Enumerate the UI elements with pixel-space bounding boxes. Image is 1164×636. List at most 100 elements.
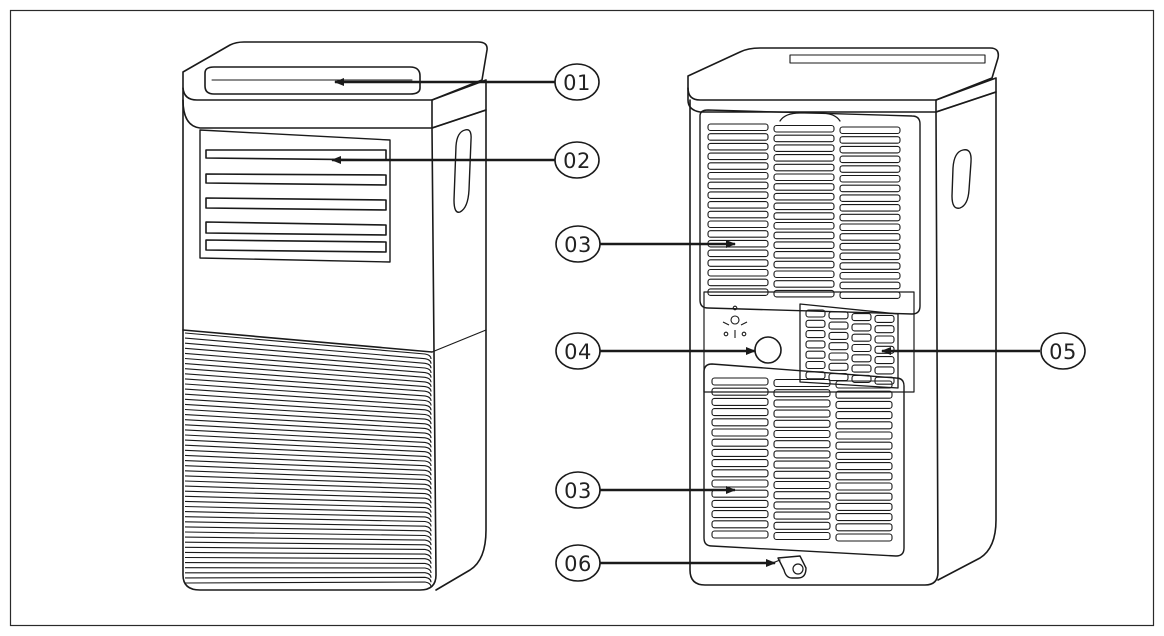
grille-slot (805, 360, 826, 370)
grille-line (184, 511, 432, 522)
grille-slot (839, 271, 901, 280)
grille-slot (711, 387, 769, 396)
grille-line (184, 383, 432, 406)
grille-slot (707, 123, 769, 132)
grille-line (184, 536, 432, 546)
grille-slot (839, 126, 901, 135)
grille-slot (707, 171, 769, 180)
grille-slot (835, 441, 893, 450)
grille-line (184, 526, 432, 536)
grille-slot (711, 408, 769, 417)
grille-line (184, 368, 432, 392)
grille-line (184, 480, 432, 494)
grille-slot (773, 399, 831, 408)
grille-slot (851, 354, 872, 363)
grille-slot (711, 479, 769, 488)
callout-bubble (554, 141, 600, 179)
grille-line (184, 551, 432, 560)
grille-slot (773, 173, 835, 182)
grille-slot (851, 364, 872, 373)
grille-slot (835, 400, 893, 409)
grille-slot (828, 373, 849, 382)
grille-slot (773, 501, 831, 510)
grille-slot (773, 470, 831, 479)
grille-slot (835, 533, 893, 542)
grille-slot (839, 213, 901, 222)
grille-slot (828, 311, 849, 320)
grille-slot (707, 249, 769, 258)
grille-slot (835, 431, 893, 440)
grille-line (184, 434, 432, 453)
grille-slot (773, 450, 831, 459)
grille-line (184, 454, 432, 471)
grille-slot (707, 191, 769, 199)
grille-line (184, 500, 432, 513)
grille-line (184, 581, 432, 588)
grille-slot (805, 371, 826, 380)
grille-slot (773, 212, 835, 220)
grille-slot (839, 145, 901, 154)
callout-bubble (554, 63, 600, 101)
grille-slot (851, 323, 872, 332)
grille-slot (773, 124, 835, 133)
grille-line (184, 414, 432, 434)
grille-line (184, 449, 432, 467)
grille-line (184, 363, 432, 387)
grille-slot (828, 342, 849, 351)
grille-slot (835, 492, 893, 501)
grille-line (184, 388, 432, 411)
grille-slot (851, 313, 872, 322)
grille-slot (707, 230, 769, 238)
grille-slot (828, 321, 849, 330)
grille-line (184, 424, 432, 443)
grille-slot (874, 314, 895, 323)
grille-slot (707, 259, 769, 267)
grille-line (184, 495, 432, 508)
grille-line (184, 408, 432, 429)
grille-slot (711, 428, 769, 437)
callout-label-06: 06 (564, 552, 592, 576)
callout-group-05: 05 (881, 332, 1086, 370)
grille-line (184, 490, 432, 504)
grille-slot (874, 356, 895, 365)
grille-slot (711, 438, 769, 447)
grille-slot (773, 134, 835, 143)
grille-slot (707, 181, 769, 190)
grille-slot (773, 251, 835, 259)
grille-line (184, 337, 432, 364)
grille-line (184, 347, 432, 374)
grille-slot (835, 411, 893, 420)
grille-slot (707, 210, 769, 219)
grille-slot (851, 374, 872, 383)
grille-slot (835, 462, 893, 471)
grille-slot (773, 163, 835, 172)
grille-slot (851, 343, 872, 353)
grille-slot (773, 280, 835, 288)
grille-slot (707, 288, 769, 296)
grille-slot (711, 520, 769, 529)
grille-slot (828, 331, 849, 340)
grille-slot (707, 133, 769, 141)
grille-slot (707, 268, 769, 277)
grille-slot (773, 260, 835, 269)
grille-slot (711, 377, 769, 386)
grille-slot (835, 502, 893, 511)
grille-line (184, 342, 432, 369)
callout-group-03-lower: 03 (555, 471, 736, 509)
grille-slot (805, 340, 826, 349)
grille-line (184, 485, 432, 499)
grille-line (184, 576, 432, 583)
grille-slot (874, 335, 895, 344)
grille-line (184, 567, 432, 574)
grille-slot (711, 499, 769, 508)
callout-label-03-lower: 03 (564, 479, 592, 503)
grille-slot (711, 418, 769, 427)
grille-slot (773, 521, 831, 530)
grille-slot (839, 233, 901, 241)
grille-slot (773, 389, 831, 398)
callout-label-05: 05 (1049, 340, 1077, 364)
grille-slot (707, 278, 769, 287)
grille-line (184, 541, 432, 550)
